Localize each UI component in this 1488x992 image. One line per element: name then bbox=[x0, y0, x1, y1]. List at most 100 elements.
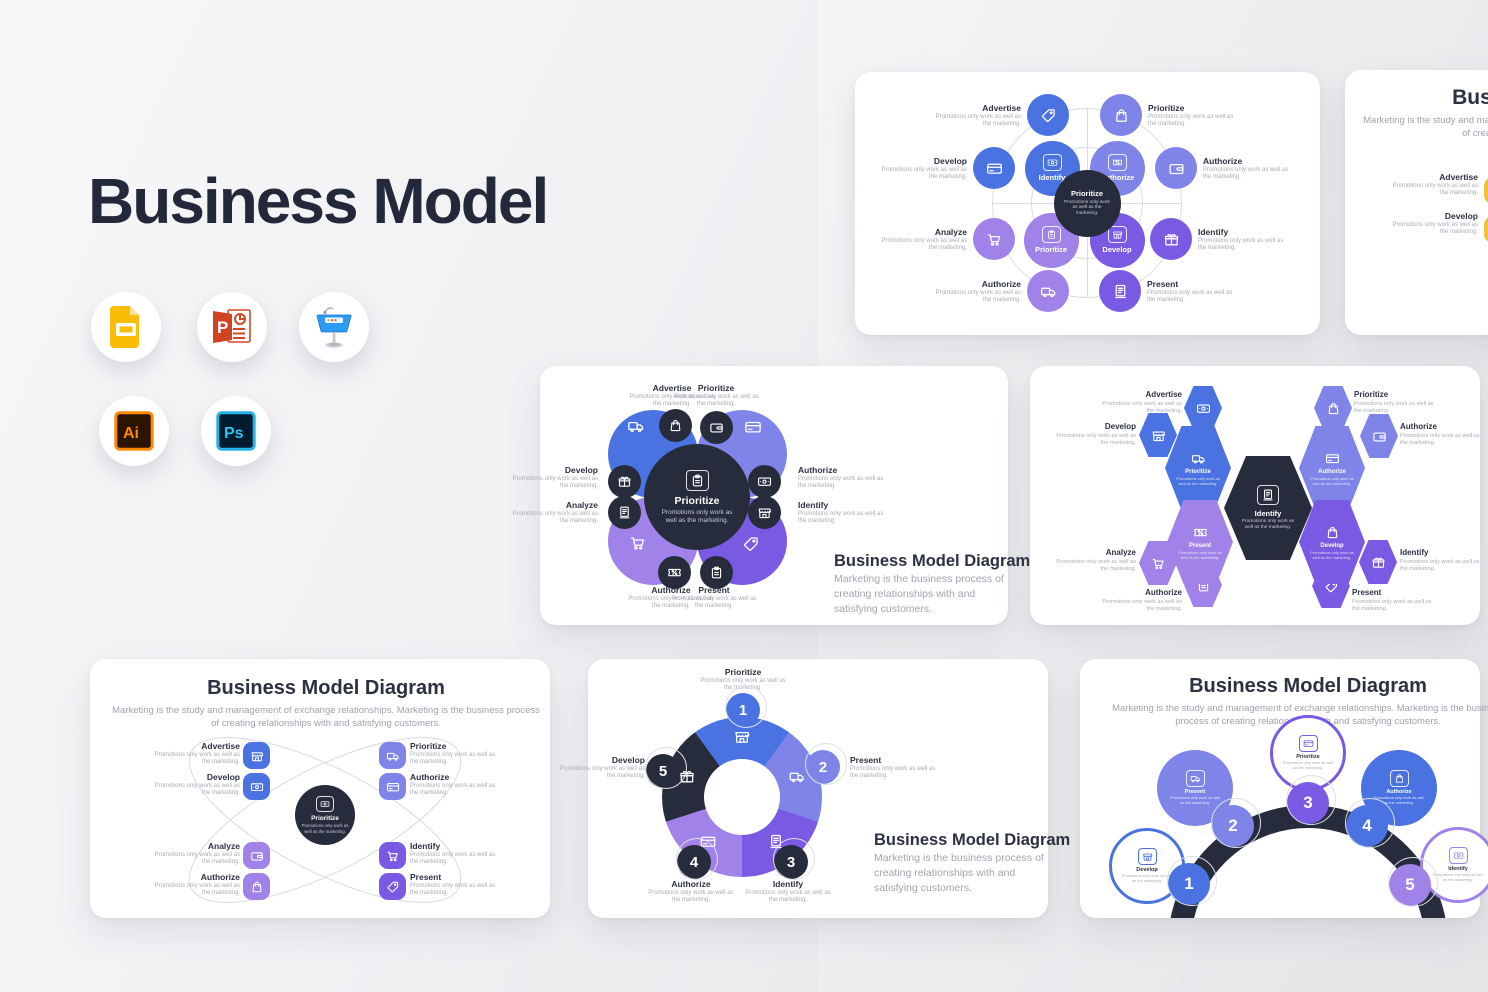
money-icon bbox=[320, 801, 330, 807]
inner-node-label: Develop bbox=[1102, 245, 1132, 254]
flower-dot-node bbox=[747, 464, 781, 498]
card-icon bbox=[745, 421, 761, 433]
hex-node-title: Prioritize bbox=[1185, 468, 1211, 475]
radial-outer-node bbox=[1100, 94, 1142, 136]
node-label-title: Authorize bbox=[981, 279, 1021, 289]
radial-outer-node bbox=[1155, 147, 1197, 189]
node-label-caption: Promotions only work as well as the mark… bbox=[410, 752, 496, 766]
page-title: Business Model bbox=[88, 165, 549, 237]
orbit-node bbox=[243, 873, 270, 900]
orbit-node bbox=[243, 842, 270, 869]
node-label-caption: Promotions only work as well as the mark… bbox=[935, 290, 1021, 304]
node-label-caption: Promotions only work as well as the mark… bbox=[745, 890, 831, 904]
node-label-caption: Promotions only work as well as the mark… bbox=[512, 511, 598, 525]
photoshop-icon: Ps bbox=[216, 411, 256, 451]
truck-icon bbox=[789, 772, 804, 783]
node-label-title: Authorize bbox=[1145, 588, 1182, 597]
center-title: Identify bbox=[1254, 509, 1282, 518]
icon-chip bbox=[1137, 848, 1157, 866]
satellite-caption: Promotions only work as well as the mark… bbox=[1373, 795, 1425, 805]
node-label-caption: Promotions only work as well as the mark… bbox=[798, 476, 884, 490]
node-label-caption: Promotions only work as well as the mark… bbox=[1392, 222, 1478, 236]
node-label-title: Prioritize bbox=[1354, 390, 1389, 399]
hex-node-caption: Promotions only work as well as the mark… bbox=[1176, 475, 1220, 486]
orbit-curves bbox=[188, 737, 462, 903]
node-label-caption: Promotions only work as well as the mark… bbox=[629, 394, 715, 408]
icon-chip bbox=[1298, 735, 1318, 753]
satellite-caption: Promotions only work as well as the mark… bbox=[1432, 872, 1484, 882]
node-label-title: Advertise bbox=[982, 103, 1021, 113]
satellite-label: Develop bbox=[1136, 867, 1158, 874]
node-label-title: Authorize bbox=[200, 872, 240, 882]
node-label-caption: Promotions only work as well as the mark… bbox=[410, 883, 496, 897]
money-icon bbox=[757, 477, 771, 486]
satellite-caption: Promotions only work as well as the mark… bbox=[1121, 873, 1173, 883]
hex-node-caption: Promotions only work as well as the mark… bbox=[1310, 475, 1354, 486]
cut-item-icon-chip bbox=[1484, 216, 1488, 243]
icon-chip bbox=[1185, 770, 1205, 788]
cart-icon bbox=[387, 851, 398, 861]
slide-card-cutoff[interactable]: Business Model Diagram Marketing is the … bbox=[1345, 70, 1488, 335]
icon-chip bbox=[1257, 485, 1279, 505]
node-label-caption: Promotions only work as well as the mark… bbox=[1148, 114, 1234, 128]
node-label-caption: Promotions only work as well as the mark… bbox=[1354, 401, 1434, 414]
petal-icon-wrap bbox=[627, 417, 645, 440]
node-label-caption: Promotions only work as well as the mark… bbox=[881, 167, 967, 181]
slide-card-orbit[interactable]: Business Model Diagram Marketing is the … bbox=[90, 659, 550, 918]
hex-node-title: Authorize bbox=[1318, 468, 1346, 475]
node-label-title: Authorize bbox=[651, 585, 691, 595]
flower-dot-node bbox=[747, 495, 781, 529]
slide-title: Business Model Diagram bbox=[1189, 675, 1427, 697]
node-label-caption: Promotions only work as well as the mark… bbox=[628, 596, 714, 610]
bag-icon bbox=[1328, 402, 1338, 414]
radial-outer-node bbox=[973, 218, 1015, 260]
app-badge-keynote bbox=[299, 292, 369, 362]
node-label-caption: Promotions only work as well as the mark… bbox=[410, 852, 496, 866]
satellite-label: Authorize bbox=[1386, 789, 1412, 796]
node-label-title: Advertise bbox=[1145, 390, 1182, 399]
svg-text:Ps: Ps bbox=[224, 425, 244, 442]
bag-icon bbox=[1115, 108, 1127, 122]
card-icon bbox=[1303, 740, 1313, 748]
orbit-node bbox=[379, 742, 406, 769]
money-icon bbox=[250, 782, 263, 791]
center-title: Prioritize bbox=[1070, 189, 1104, 199]
center-title: Prioritize bbox=[311, 815, 339, 823]
step-number-badge: 3 bbox=[774, 845, 808, 879]
step-number-badge: 5 bbox=[1389, 864, 1431, 906]
node-label-title: Identify bbox=[1198, 227, 1229, 237]
hex-node-caption: Promotions only work as well as the mark… bbox=[1310, 549, 1354, 560]
slide-card-arc[interactable]: Business Model Diagram Marketing is the … bbox=[1080, 659, 1488, 918]
node-label-caption: Promotions only work as well as the mark… bbox=[154, 752, 240, 766]
keynote-icon bbox=[316, 307, 352, 348]
node-label-title: Develop bbox=[1444, 211, 1478, 221]
node-label-title: Develop bbox=[1104, 422, 1136, 431]
node-label-caption: Promotions only work as well as the mark… bbox=[1102, 401, 1182, 414]
node-label-caption: Promotions only work as well as the mark… bbox=[154, 852, 240, 866]
bag-icon bbox=[1327, 526, 1337, 538]
node-label-caption: Promotions only work as well as the mark… bbox=[512, 476, 598, 490]
coupon-icon bbox=[1193, 528, 1207, 536]
